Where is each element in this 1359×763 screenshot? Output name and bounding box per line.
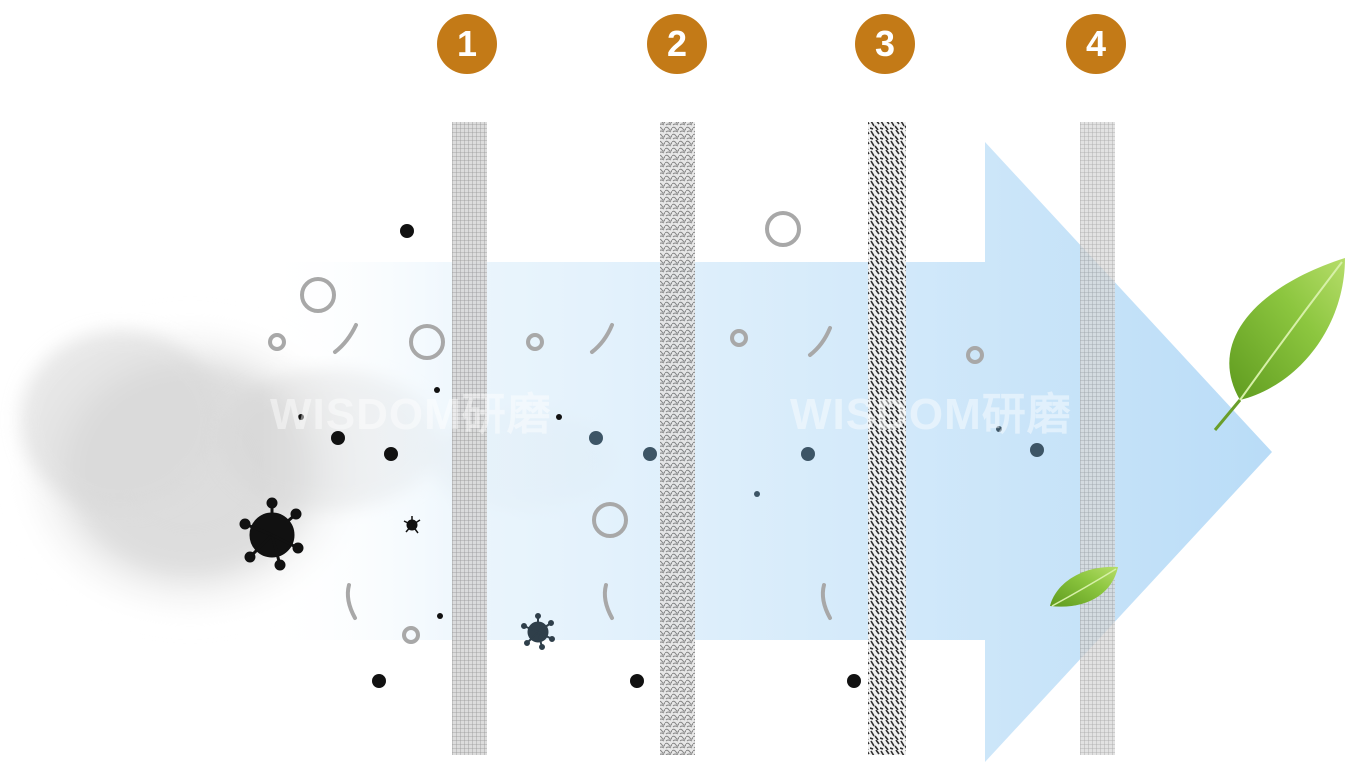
filter-4 [1080,122,1115,755]
particle [630,674,644,688]
watermark: WISDOM研磨 [270,378,552,442]
step-badge-4: 4 [1066,14,1126,74]
particle [1030,443,1044,457]
particle [754,491,760,497]
particle [372,674,386,688]
particle [437,613,443,619]
particle [589,431,603,445]
particle [801,447,815,461]
step-badge-1: 1 [437,14,497,74]
filter-2 [660,122,695,755]
particle [556,414,562,420]
particle [847,674,861,688]
particle [384,447,398,461]
watermark: WISDOM研磨 [790,378,1072,442]
step-badge-2: 2 [647,14,707,74]
step-badge-3: 3 [855,14,915,74]
leaf-icon [1215,258,1345,430]
ring [767,213,799,245]
particle [400,224,414,238]
particle [643,447,657,461]
